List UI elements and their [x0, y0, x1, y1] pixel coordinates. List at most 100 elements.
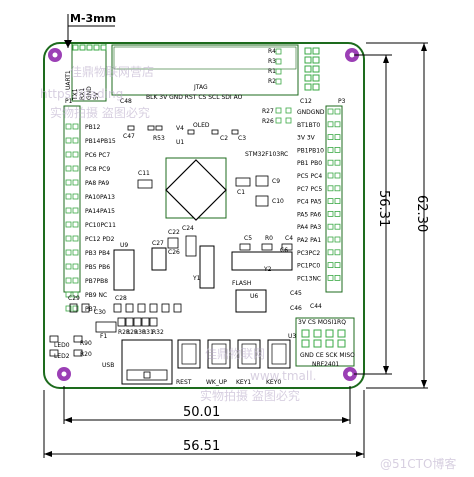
- right-pin-label: PC5 PC4: [297, 173, 322, 180]
- header-pad: [312, 74, 320, 82]
- svg-text:R3: R3: [268, 58, 276, 65]
- right-pin-pad: [327, 198, 334, 205]
- c11-body: [137, 179, 153, 189]
- left-pin-pad: [65, 249, 72, 256]
- left-pin-pad: [65, 137, 72, 144]
- left-pin-pad: [65, 123, 72, 130]
- svg-text:R26: R26: [262, 118, 274, 125]
- right-pin-pad: [334, 223, 341, 230]
- right-pin-pad: [327, 172, 334, 179]
- smd-pad: [211, 129, 219, 135]
- svg-text:GND: GND: [86, 86, 93, 100]
- svg-text:C48: C48: [120, 98, 132, 105]
- svg-text:R29: R29: [126, 329, 138, 336]
- svg-text:V4: V4: [176, 125, 184, 132]
- svg-text:U3: U3: [288, 333, 296, 340]
- jtag-pin-labels: BLK 3V GND RST CS SCL SDI AO: [146, 94, 243, 101]
- left-pin-label: PC8 PC9: [85, 166, 110, 173]
- right-pin-pad: [334, 249, 341, 256]
- button-label: REST: [176, 379, 192, 386]
- nrf-label: NRF2401: [312, 361, 340, 368]
- left-pin-label: PB5 PB6: [85, 264, 110, 271]
- header-pad: [304, 65, 312, 73]
- svg-text:R1: R1: [268, 68, 276, 75]
- left-pin-label: PB14PB15: [85, 138, 116, 145]
- smd-pad: [137, 303, 146, 313]
- oled-label: OLED: [193, 122, 210, 129]
- right-pin-pad: [327, 210, 334, 217]
- usb-connector: [121, 339, 173, 385]
- left-pin-pad: [65, 221, 72, 228]
- button-label: WK_UP: [206, 379, 227, 386]
- uart-pad: [93, 44, 100, 51]
- right-pin-label: PA5 PA6: [297, 211, 321, 218]
- flash-body: [231, 251, 293, 271]
- smd-pad: [127, 125, 135, 131]
- jtag-label: JTAG: [193, 84, 208, 91]
- right-pin-pad: [334, 108, 341, 115]
- right-pin-pad: [327, 134, 334, 141]
- left-pin-pad: [72, 207, 79, 214]
- led-pad: [73, 349, 83, 357]
- right-pin-pad: [334, 198, 341, 205]
- svg-text:实物拍摄 盗图必究: 实物拍摄 盗图必究: [200, 388, 300, 403]
- smd-pad: [141, 317, 150, 327]
- svg-text:R27: R27: [262, 108, 274, 115]
- led-pad: [49, 349, 59, 357]
- svg-text:C22: C22: [168, 229, 180, 236]
- svg-text:U9: U9: [120, 242, 128, 249]
- right-pin-label: GNDGND: [297, 109, 325, 116]
- c5-body: [239, 243, 251, 251]
- uart-pad: [79, 44, 86, 51]
- svg-text:R90: R90: [80, 340, 92, 347]
- svg-text:C4: C4: [285, 235, 293, 242]
- right-pin-pad: [327, 274, 334, 281]
- right-pin-pad: [334, 134, 341, 141]
- right-header-title: P3: [338, 98, 346, 105]
- svg-text:C2: C2: [220, 135, 228, 142]
- header-pad: [312, 56, 320, 64]
- svg-text:U6: U6: [250, 293, 258, 300]
- right-pin-pad: [334, 274, 341, 281]
- smd-pad: [149, 303, 158, 313]
- left-pin-pad: [72, 291, 79, 298]
- uart-header: UART1 TX1 RX1 GND 5V: [65, 42, 107, 102]
- svg-text:R20: R20: [80, 351, 92, 358]
- left-pin-label: PA14PA15: [85, 208, 115, 215]
- svg-text:C5: C5: [244, 235, 252, 242]
- button-cap: [271, 343, 287, 365]
- header-pad: [312, 83, 320, 91]
- svg-text:56.31: 56.31: [376, 190, 391, 227]
- led-pad: [73, 335, 83, 343]
- smd-pad: [69, 303, 78, 313]
- left-pin-pad: [65, 207, 72, 214]
- left-pin-label: PC6 PC7: [85, 152, 110, 159]
- right-pin-label: 3V 3V: [297, 135, 316, 142]
- smd-pad: [125, 317, 134, 327]
- left-pin-pad: [72, 249, 79, 256]
- svg-text:U1: U1: [176, 139, 184, 146]
- watermarks: 佳鼎物联网营店 https://jiading 实物拍摄 盗图必究 佳鼎物联网 …: [40, 65, 456, 471]
- fuse-body: [95, 321, 117, 333]
- uart-pad: [100, 44, 107, 51]
- button-cap: [241, 343, 257, 365]
- svg-text:C29: C29: [68, 295, 80, 302]
- component-pad: [285, 107, 292, 114]
- left-pin-label: PC10PC11: [85, 222, 116, 229]
- button-body: [237, 339, 261, 369]
- left-pin-label: PC12 PD2: [85, 236, 115, 243]
- svg-text:UART1: UART1: [65, 70, 72, 90]
- svg-text:C3: C3: [238, 135, 246, 142]
- left-pin-pad: [65, 263, 72, 270]
- left-pin-pad: [65, 235, 72, 242]
- button-body: [207, 339, 231, 369]
- button-cap: [181, 343, 197, 365]
- left-pin-pad: [65, 193, 72, 200]
- left-pin-label: PB9 NC: [85, 292, 107, 299]
- nrf-pin-labels: GND CE SCK MISO: [300, 352, 355, 359]
- c1-body: [235, 177, 251, 187]
- left-pin-pad: [65, 277, 72, 284]
